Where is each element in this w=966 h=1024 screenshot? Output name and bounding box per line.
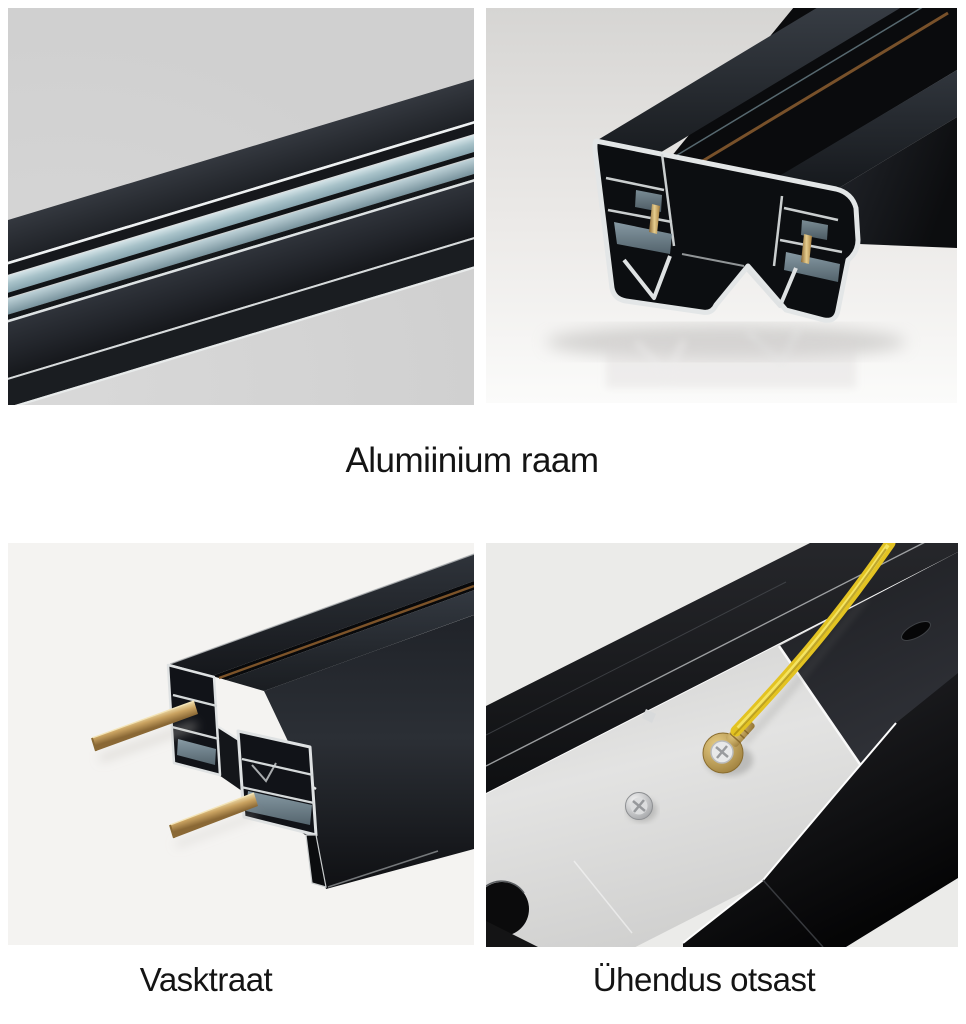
mounting-slot-hole [901, 621, 931, 641]
slot-groove [212, 581, 474, 680]
round-hole [486, 882, 529, 936]
far-wall-top-surface [776, 70, 957, 191]
end-face-lower [236, 729, 318, 837]
teal-conductor-channel-1 [8, 60, 474, 313]
web-edge-line [681, 253, 745, 267]
segment-joint-line [762, 879, 824, 947]
corner-background [846, 878, 958, 947]
insulator-fin-right [784, 252, 840, 282]
rail-edge-highlight-3 [8, 153, 474, 393]
rail-front-face [8, 102, 474, 391]
photo-end-connection [486, 543, 958, 947]
rail-edge-highlight-2 [8, 100, 474, 340]
hole-edge-highlight [486, 880, 525, 894]
copper-conductor-line [218, 584, 474, 680]
photo-aluminium-profile-cross-section [486, 8, 957, 403]
caption-copper-wire: Vasktraat [139, 961, 273, 998]
rail-top-wall [8, 9, 474, 285]
teal-strip-highlight-2 [8, 80, 474, 319]
track-rail-diagonal [8, 9, 474, 405]
caption-aluminium-frame: Alumiinium raam [345, 441, 599, 480]
far-wall-outer-surface [834, 117, 957, 248]
caption-end-connection: Ühendus otsast [592, 961, 816, 998]
teal-conductor-channel-2 [8, 81, 474, 333]
copper-strip-upper [91, 700, 198, 752]
end-face-upper [166, 663, 222, 777]
outer-wall-face [682, 673, 958, 947]
photo-aluminium-rail-diagonal [8, 8, 474, 405]
dark-rod [486, 921, 538, 947]
brass-contact-pin-right [801, 234, 812, 264]
bottom-flange-foot [305, 834, 327, 888]
top-wall-surface [170, 553, 474, 676]
plate-seam [573, 860, 633, 934]
rail-edge-highlight [8, 47, 474, 287]
channel-gap [8, 75, 474, 319]
strip-shadows [98, 721, 258, 848]
copper-strip-lower [169, 792, 258, 839]
rail-bottom-lip [8, 155, 474, 405]
front-bottom-highlight [327, 850, 439, 888]
top-silhouette-highlight [169, 553, 474, 665]
channel-gap-2 [8, 95, 474, 338]
yellow-ground-wire [730, 543, 896, 737]
fixing-screw [625, 792, 657, 822]
photo-copper-wire-end [8, 543, 474, 945]
cut-edge-lines [605, 153, 843, 267]
near-wall-top-surface [596, 8, 901, 154]
rail-dark-groove [8, 49, 474, 298]
rail-bottom-highlight [8, 180, 474, 405]
wall-groove-line [486, 581, 787, 736]
insulator-fin-left [614, 222, 672, 254]
wire-shadow [740, 595, 870, 747]
copper-conductor-line [690, 11, 949, 170]
second-wall-surface [226, 590, 474, 691]
teal-strip-highlight [8, 59, 474, 298]
floor-reflection [606, 328, 856, 388]
segment-joint-notch [642, 709, 656, 723]
channel-sheen [668, 8, 923, 161]
brass-contact-pin-left [649, 204, 660, 234]
cut-struts [622, 255, 798, 308]
